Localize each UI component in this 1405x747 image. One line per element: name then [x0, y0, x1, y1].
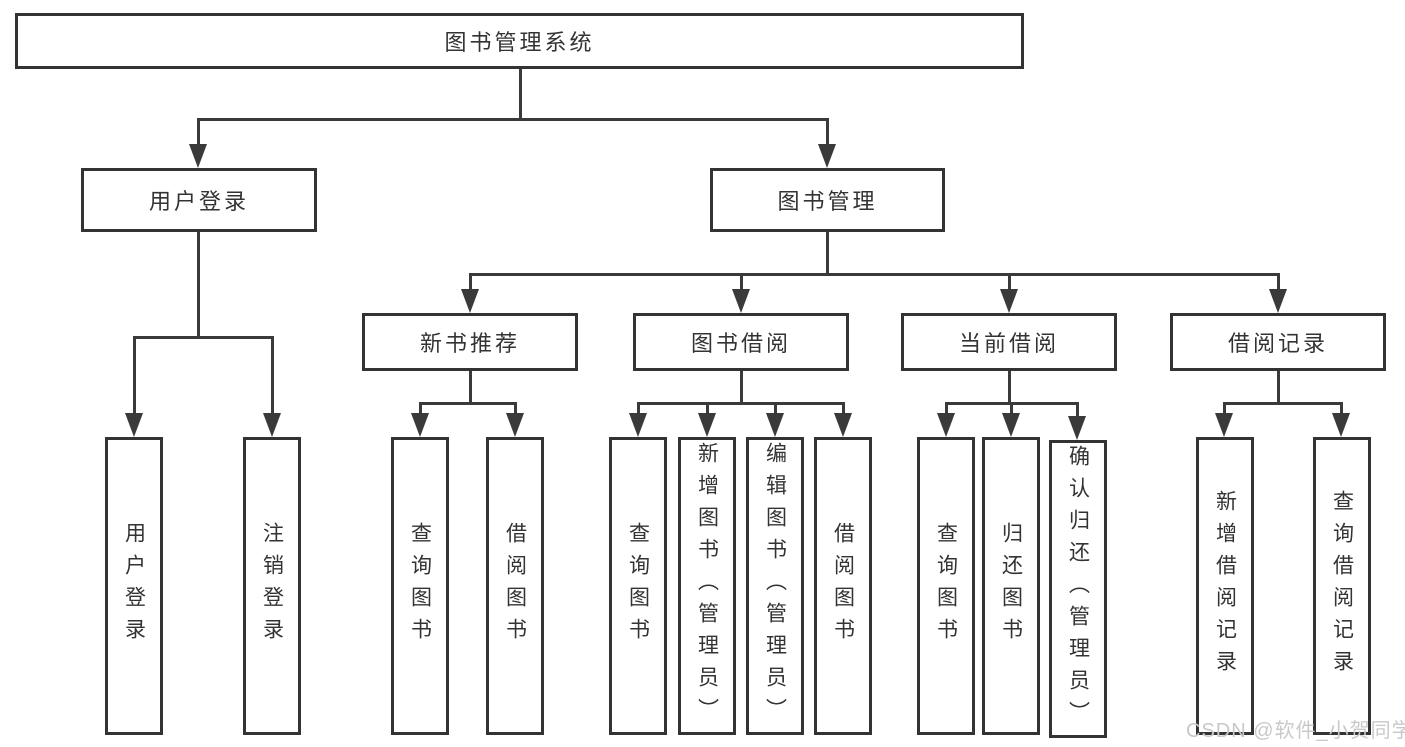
- connector-line: [469, 273, 472, 289]
- watermark: CSDN @软件_小贺同学: [1186, 720, 1405, 742]
- node-book-management: 图书管理: [710, 168, 945, 232]
- connector-line: [1010, 402, 1013, 413]
- connector-line: [197, 118, 200, 146]
- connector-line: [1277, 273, 1280, 289]
- arrow-down-icon: [698, 413, 716, 437]
- leaf-current-return-book: 归还图书: [982, 437, 1040, 735]
- leaf-new-book-borrow-book: 借阅图书: [486, 437, 544, 735]
- leaf-logout-login: 注销登录: [243, 437, 301, 735]
- connector-level3-bus: [470, 273, 1280, 276]
- connector-line: [774, 402, 777, 413]
- node-current-borrow: 当前借阅: [901, 313, 1117, 371]
- leaf-borrow-add-book-admin: 新增图书（管理员）: [678, 437, 736, 735]
- leaf-borrow-borrow-book: 借阅图书: [814, 437, 872, 735]
- leaf-current-query-book: 查询图书: [917, 437, 975, 735]
- arrow-down-icon: [1332, 413, 1350, 437]
- arrow-down-icon: [461, 289, 479, 313]
- arrow-down-icon: [818, 144, 836, 168]
- connector-bus: [1223, 402, 1343, 405]
- node-book-borrow: 图书借阅: [633, 313, 849, 371]
- arrow-down-icon: [1000, 289, 1018, 313]
- connector-line: [419, 402, 422, 413]
- leaf-borrow-query-book: 查询图书: [609, 437, 667, 735]
- arrow-down-icon: [125, 413, 143, 437]
- node-user-login: 用户登录: [81, 168, 317, 232]
- leaf-records-add-borrow-record: 新增借阅记录: [1196, 437, 1254, 735]
- leaf-current-confirm-return-admin: 确认归还（管理员）: [1049, 440, 1107, 738]
- connector-root-trunk: [519, 69, 522, 121]
- leaf-records-query-borrow-record: 查询借阅记录: [1313, 437, 1371, 735]
- connector-line: [133, 336, 136, 413]
- connector-line: [945, 402, 948, 413]
- connector-bus: [419, 402, 517, 405]
- connector-line: [1076, 402, 1079, 416]
- leaf-user-login: 用户登录: [105, 437, 163, 735]
- connector-trunk: [740, 371, 743, 405]
- connector-line: [740, 273, 743, 289]
- connector-line: [706, 402, 709, 413]
- leaf-borrow-edit-book-admin: 编辑图书（管理员）: [746, 437, 804, 735]
- arrow-down-icon: [1269, 289, 1287, 313]
- connector-trunk: [1277, 371, 1280, 405]
- connector-user-login-bus: [133, 336, 274, 339]
- connector-user-login-trunk: [197, 232, 200, 339]
- node-borrow-records: 借阅记录: [1170, 313, 1386, 371]
- arrow-down-icon: [189, 144, 207, 168]
- arrow-down-icon: [411, 413, 429, 437]
- connector-line: [514, 402, 517, 413]
- arrow-down-icon: [1215, 413, 1233, 437]
- connector-line: [826, 118, 829, 146]
- node-library-management-system: 图书管理系统: [15, 13, 1024, 69]
- leaf-new-book-query-book: 查询图书: [391, 437, 449, 735]
- connector-line: [637, 402, 640, 413]
- connector-line: [842, 402, 845, 413]
- arrow-down-icon: [629, 413, 647, 437]
- connector-level2-bus: [197, 118, 829, 121]
- connector-book-management-trunk: [826, 232, 829, 276]
- connector-line: [1340, 402, 1343, 413]
- connector-line: [271, 336, 274, 413]
- arrow-down-icon: [506, 413, 524, 437]
- arrow-down-icon: [937, 413, 955, 437]
- arrow-down-icon: [766, 413, 784, 437]
- connector-bus: [637, 402, 845, 405]
- node-new-book-recommend: 新书推荐: [362, 313, 578, 371]
- connector-trunk: [1008, 371, 1011, 405]
- connector-trunk: [469, 371, 472, 405]
- connector-line: [1223, 402, 1226, 413]
- arrow-down-icon: [834, 413, 852, 437]
- arrow-down-icon: [732, 289, 750, 313]
- arrow-down-icon: [1002, 413, 1020, 437]
- arrow-down-icon: [1068, 416, 1086, 440]
- connector-line: [1008, 273, 1011, 289]
- arrow-down-icon: [263, 413, 281, 437]
